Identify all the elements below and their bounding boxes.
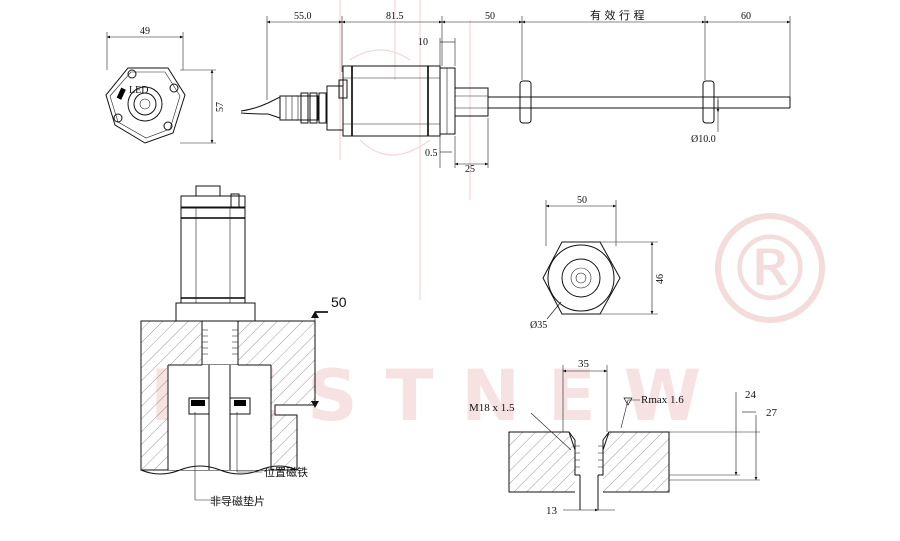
watermark-symbol: ® bbox=[725, 217, 815, 322]
spacer-label: 非导磁垫片 bbox=[210, 494, 265, 508]
dim-body-len: 81.5 bbox=[386, 11, 404, 22]
dim-thread: 25 bbox=[465, 164, 475, 175]
magnet-label: 位置磁铁 bbox=[264, 465, 308, 479]
thread-view: 35 M18 x 1.5 Rmax 1.6 24 27 bbox=[469, 358, 778, 517]
install-depth: 50 bbox=[331, 294, 347, 310]
thread-d2: 27 bbox=[766, 407, 778, 419]
install-view: 50 位置磁铁 非导磁垫片 bbox=[140, 185, 347, 508]
thread-spec: M18 x 1.5 bbox=[469, 402, 515, 414]
thread-width: 35 bbox=[578, 358, 590, 370]
dim-gap: 0.5 bbox=[425, 148, 438, 159]
dim-rod-dia: Ø10.0 bbox=[691, 134, 716, 145]
thread-d3: 13 bbox=[546, 505, 558, 517]
hex-view: 50 46 Ø35 bbox=[530, 195, 666, 331]
dim-total-len: 55.0 bbox=[294, 11, 312, 22]
hex-dia: Ø35 bbox=[530, 320, 547, 331]
dim-flange: 10 bbox=[418, 37, 428, 48]
hex-width: 50 bbox=[577, 195, 587, 206]
dim-tail: 60 bbox=[741, 11, 751, 22]
hex-height: 46 bbox=[655, 274, 666, 284]
side-view: 55.0 81.5 50 有 效 行 程 60 bbox=[240, 8, 791, 175]
end-view: 49 57 LED bbox=[105, 26, 226, 144]
led-label: LED bbox=[129, 85, 148, 96]
roughness: Rmax 1.6 bbox=[641, 394, 684, 406]
thread-d1: 24 bbox=[745, 389, 757, 401]
end-view-width: 49 bbox=[140, 26, 150, 37]
dim-stroke: 有 效 行 程 bbox=[590, 8, 645, 22]
dim-thread-len: 50 bbox=[485, 11, 495, 22]
end-view-height: 57 bbox=[215, 102, 226, 112]
